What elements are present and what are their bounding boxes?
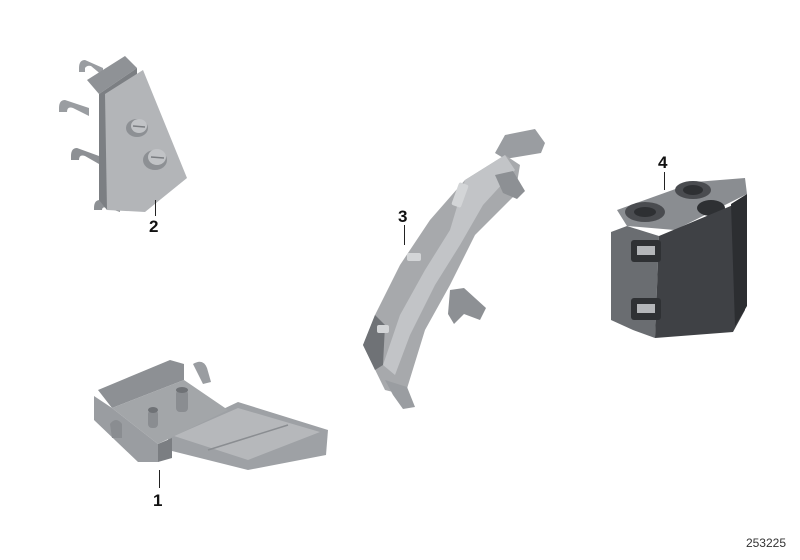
callout-label-4[interactable]: 4 [658,153,668,172]
leader-line-3 [404,225,405,245]
callout-label-1[interactable]: 1 [153,491,163,510]
part-2-bracket-clip[interactable] [55,50,195,220]
tray-holder-drawing [94,360,328,470]
callout-label-3[interactable]: 3 [398,207,408,226]
part-3-cable-guide[interactable] [355,125,555,410]
callout-label-2[interactable]: 2 [149,217,159,236]
leader-line-2 [155,200,156,216]
cable-guide-drawing [363,129,545,409]
bracket-clip-drawing [59,56,187,212]
part-4-housing-block[interactable] [605,170,755,340]
part-1-tray-holder[interactable] [88,350,333,475]
leader-line-4 [664,172,665,190]
leader-line-1 [159,470,160,488]
housing-block-drawing [611,178,747,338]
diagram-reference-number: 253225 [745,536,786,550]
